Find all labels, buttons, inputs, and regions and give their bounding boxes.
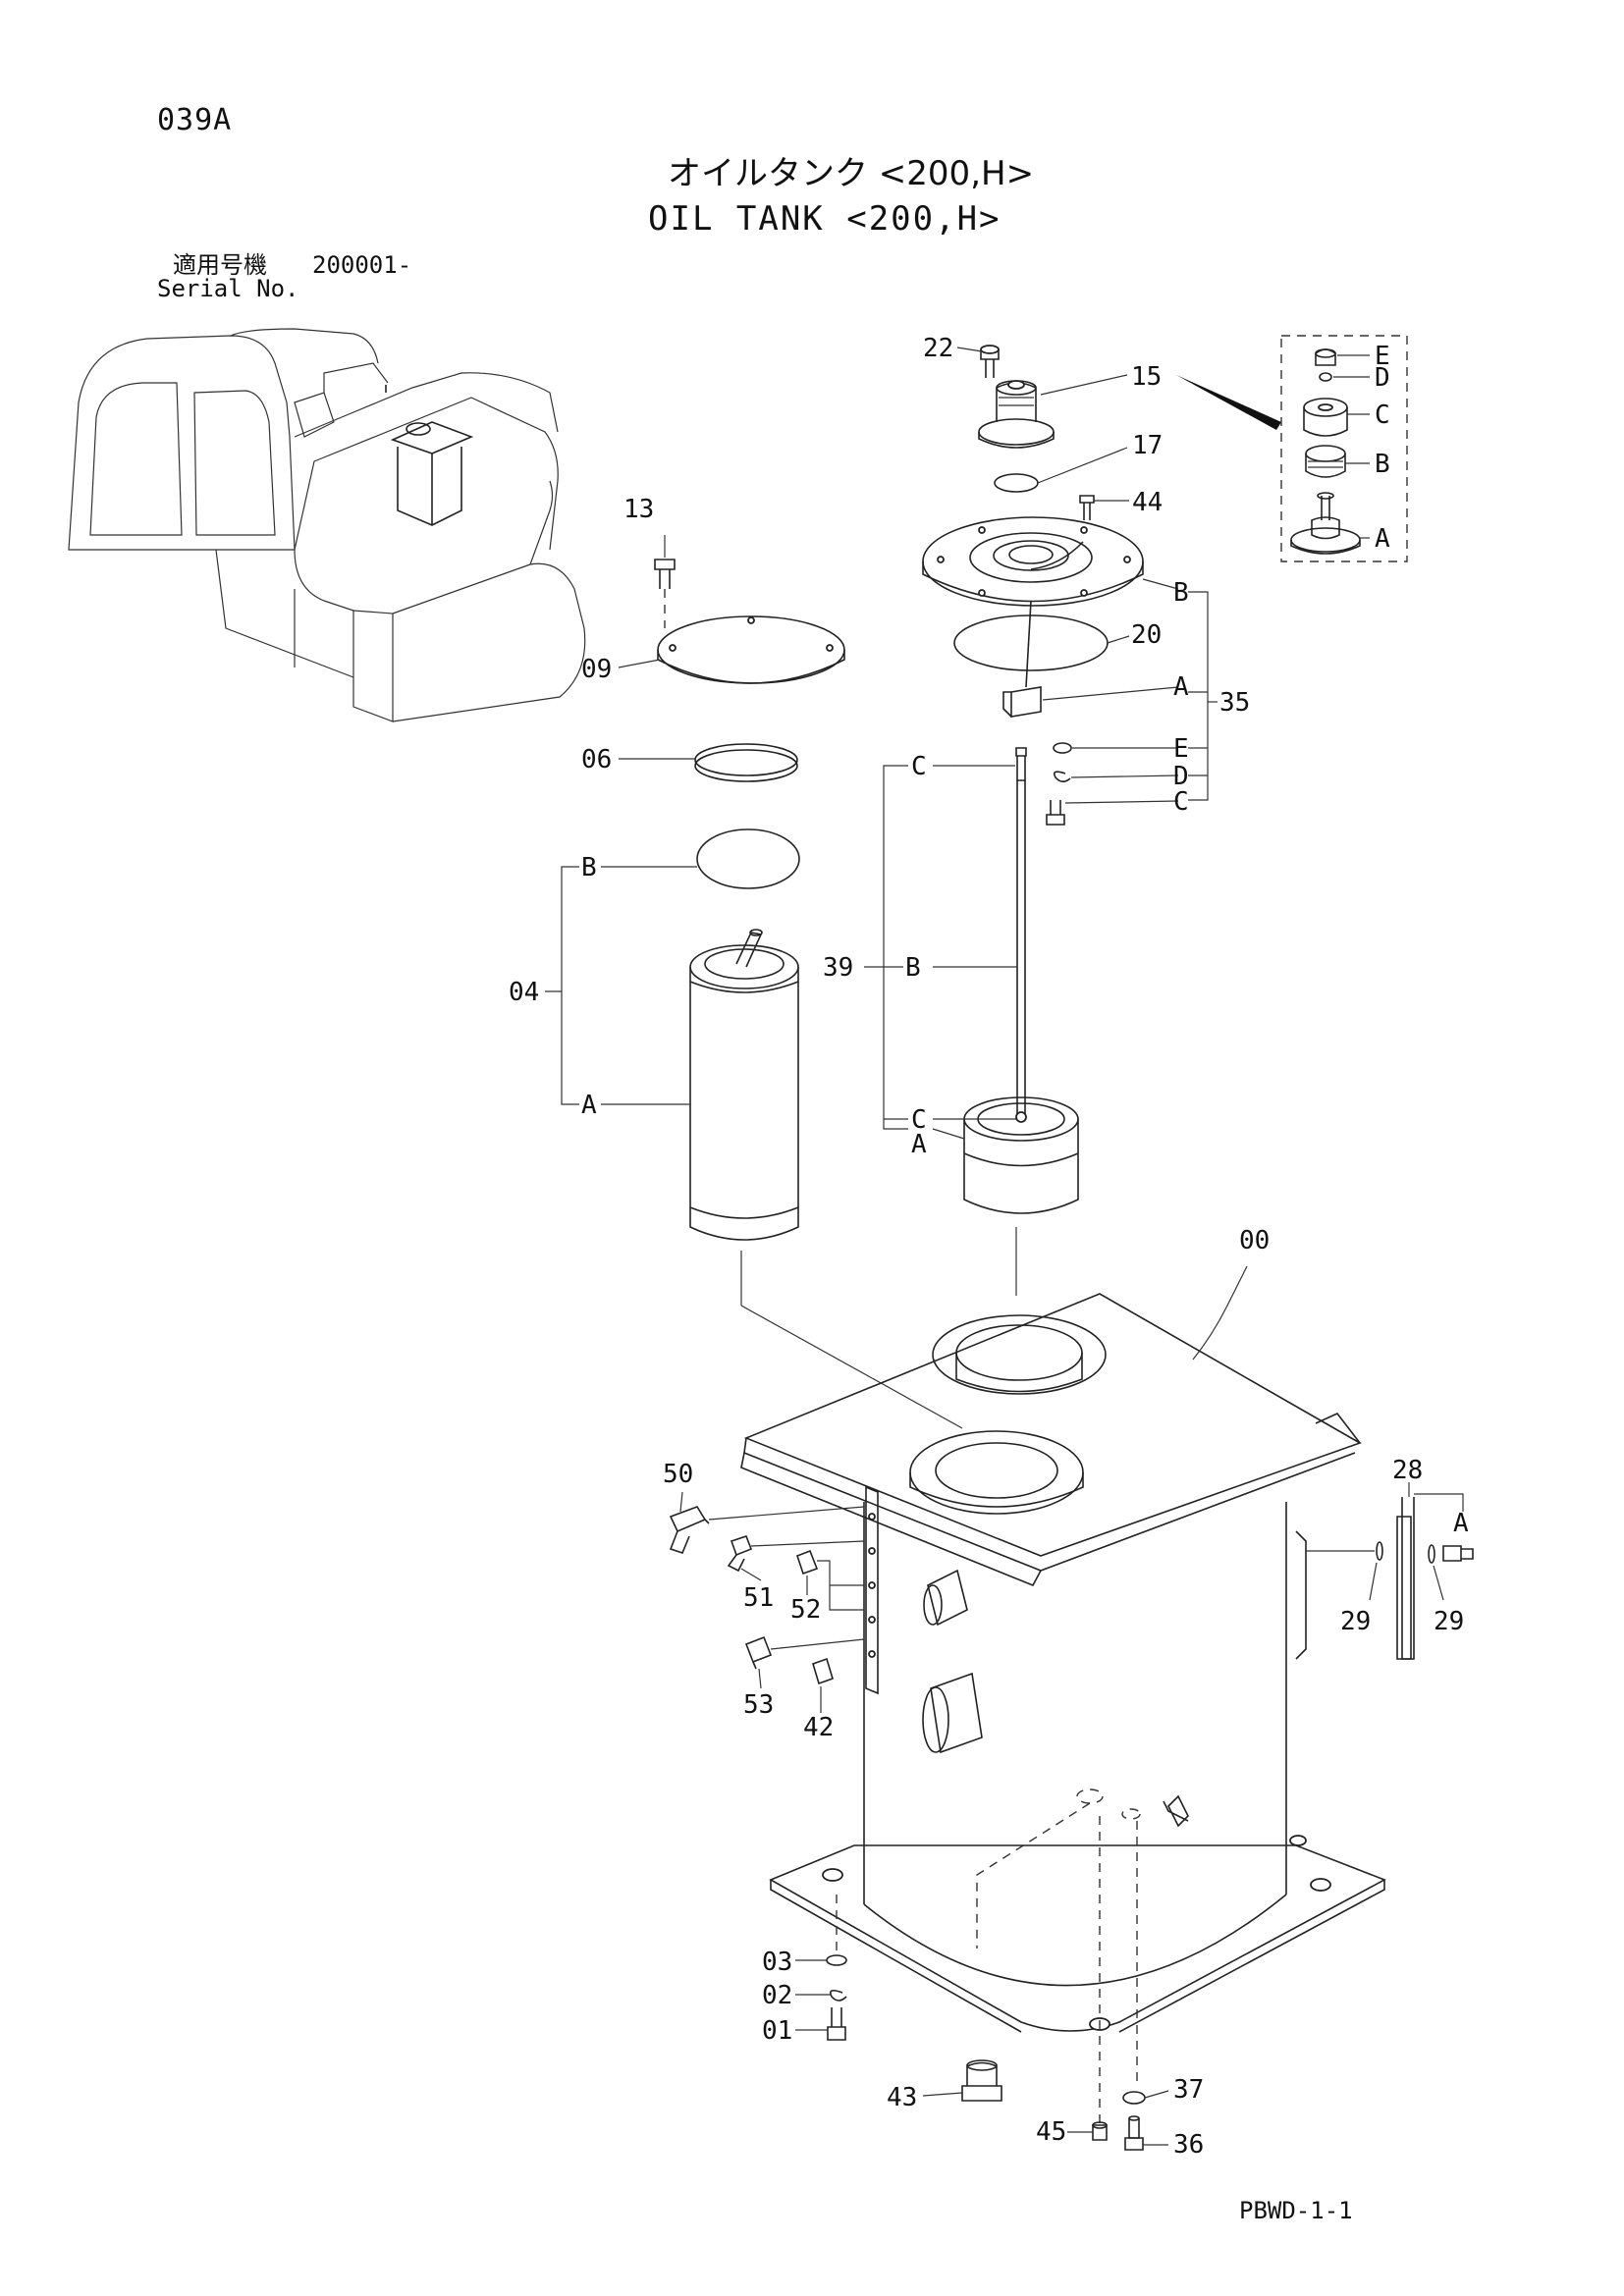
callout-09: 09	[581, 655, 612, 684]
part-50-fitting	[669, 1506, 710, 1554]
part-15-breather	[978, 380, 1055, 449]
group04-label-a: A	[581, 1091, 597, 1120]
part-00-tank	[740, 1293, 1412, 2033]
callout-01: 01	[762, 2016, 792, 2046]
callout-00: 00	[1239, 1226, 1270, 1255]
title-english: OIL TANK <200,H>	[648, 199, 1001, 239]
group35-label-a: A	[1173, 672, 1189, 702]
part-35d-lockwasher	[1053, 771, 1071, 783]
group35-label-d: D	[1173, 762, 1189, 791]
part-35a-bracket	[1002, 600, 1042, 718]
callout-39: 39	[823, 953, 853, 983]
part-42-plug	[812, 1657, 834, 1685]
callout-51: 51	[743, 1583, 774, 1613]
callout-17: 17	[1132, 431, 1163, 460]
callout-leaders	[545, 347, 1464, 2146]
group28-label-a: A	[1453, 1509, 1469, 1538]
serial-label-japanese: 適用号機	[173, 251, 267, 279]
part-44-bolt	[1079, 495, 1095, 520]
part-35-cover	[922, 516, 1144, 607]
title-japanese: オイルタンク <200,H>	[668, 154, 1035, 193]
excavator-location-sketch	[68, 328, 586, 722]
inset-label-e: E	[1375, 342, 1390, 371]
part-37-washer	[1122, 2091, 1146, 2105]
callout-20: 20	[1131, 620, 1162, 650]
callout-29-right: 29	[1434, 1607, 1464, 1636]
part-51-fitting	[727, 1534, 753, 1573]
inset-label-b: B	[1375, 450, 1390, 479]
part-04b-gasket	[696, 828, 800, 889]
part-29-washer	[1376, 1541, 1435, 1564]
group35-label-c: C	[1173, 787, 1189, 817]
callout-35: 35	[1219, 688, 1250, 718]
callout-42: 42	[803, 1713, 834, 1742]
inset-label-c: C	[1375, 400, 1390, 430]
page-code: 039A	[157, 103, 233, 137]
inset-label-a: A	[1375, 524, 1390, 554]
part-02-lockwasher	[830, 1989, 847, 2002]
part-01-bolt	[827, 2007, 846, 2041]
part-35c-bolt	[1046, 800, 1065, 826]
callout-43: 43	[887, 2083, 917, 2112]
callout-22: 22	[923, 334, 953, 363]
callout-45: 45	[1036, 2117, 1066, 2147]
part-28-bracket	[1401, 1497, 1415, 1660]
part-36-plug	[1124, 2115, 1144, 2151]
group04-label-b: B	[581, 853, 597, 882]
part-09-cover	[657, 615, 845, 684]
group35-label-b: B	[1173, 578, 1189, 608]
footer-code: PBWD-1-1	[1239, 2197, 1353, 2224]
inset-pointer-arrow	[1176, 375, 1281, 430]
part-06-spring	[694, 743, 798, 782]
callout-15: 15	[1131, 362, 1162, 392]
part-17-gasket	[994, 473, 1039, 493]
callout-06: 06	[581, 745, 612, 774]
callout-53: 53	[743, 1690, 774, 1720]
group39-label-c-bottom: C	[911, 1105, 927, 1135]
part-43-plug	[961, 2059, 1002, 2102]
callout-37: 37	[1173, 2075, 1204, 2105]
callout-labels: 22 15 17 44 13 09 06 20 35 39 04 00 28 2…	[509, 334, 1469, 2160]
part-52-fitting	[795, 1549, 819, 1575]
part-22-bolt	[980, 345, 1000, 378]
callout-28: 28	[1392, 1456, 1423, 1485]
part-45-plug	[1092, 2121, 1108, 2141]
group35-label-e: E	[1173, 734, 1189, 764]
part-35e-washer	[1053, 742, 1072, 754]
callout-36: 36	[1173, 2130, 1204, 2160]
callout-13: 13	[623, 495, 654, 524]
callout-52: 52	[790, 1595, 821, 1625]
part-53-fitting	[744, 1635, 773, 1670]
part-04a-filter	[689, 929, 799, 1241]
group39-label-b: B	[905, 953, 921, 983]
group39-label-a: A	[911, 1130, 927, 1159]
callout-29-left: 29	[1340, 1607, 1371, 1636]
callout-03: 03	[762, 1948, 792, 1977]
part-28a-bolt	[1442, 1545, 1474, 1562]
part-13-bolt	[654, 559, 676, 628]
inset-detail-15: E D C B A	[1280, 335, 1408, 562]
group39-label-c-top: C	[911, 752, 927, 781]
serial-label-english: Serial No.	[157, 275, 299, 302]
part-20-gasket	[953, 614, 1109, 671]
inset-label-d: D	[1375, 363, 1390, 393]
callout-44: 44	[1132, 488, 1163, 517]
callout-02: 02	[762, 1981, 792, 2010]
callout-04: 04	[509, 978, 539, 1007]
serial-value: 200001-	[312, 251, 412, 279]
callout-50: 50	[663, 1460, 693, 1489]
part-39-strainer	[963, 747, 1079, 1214]
part-03-washer	[826, 1954, 847, 1966]
